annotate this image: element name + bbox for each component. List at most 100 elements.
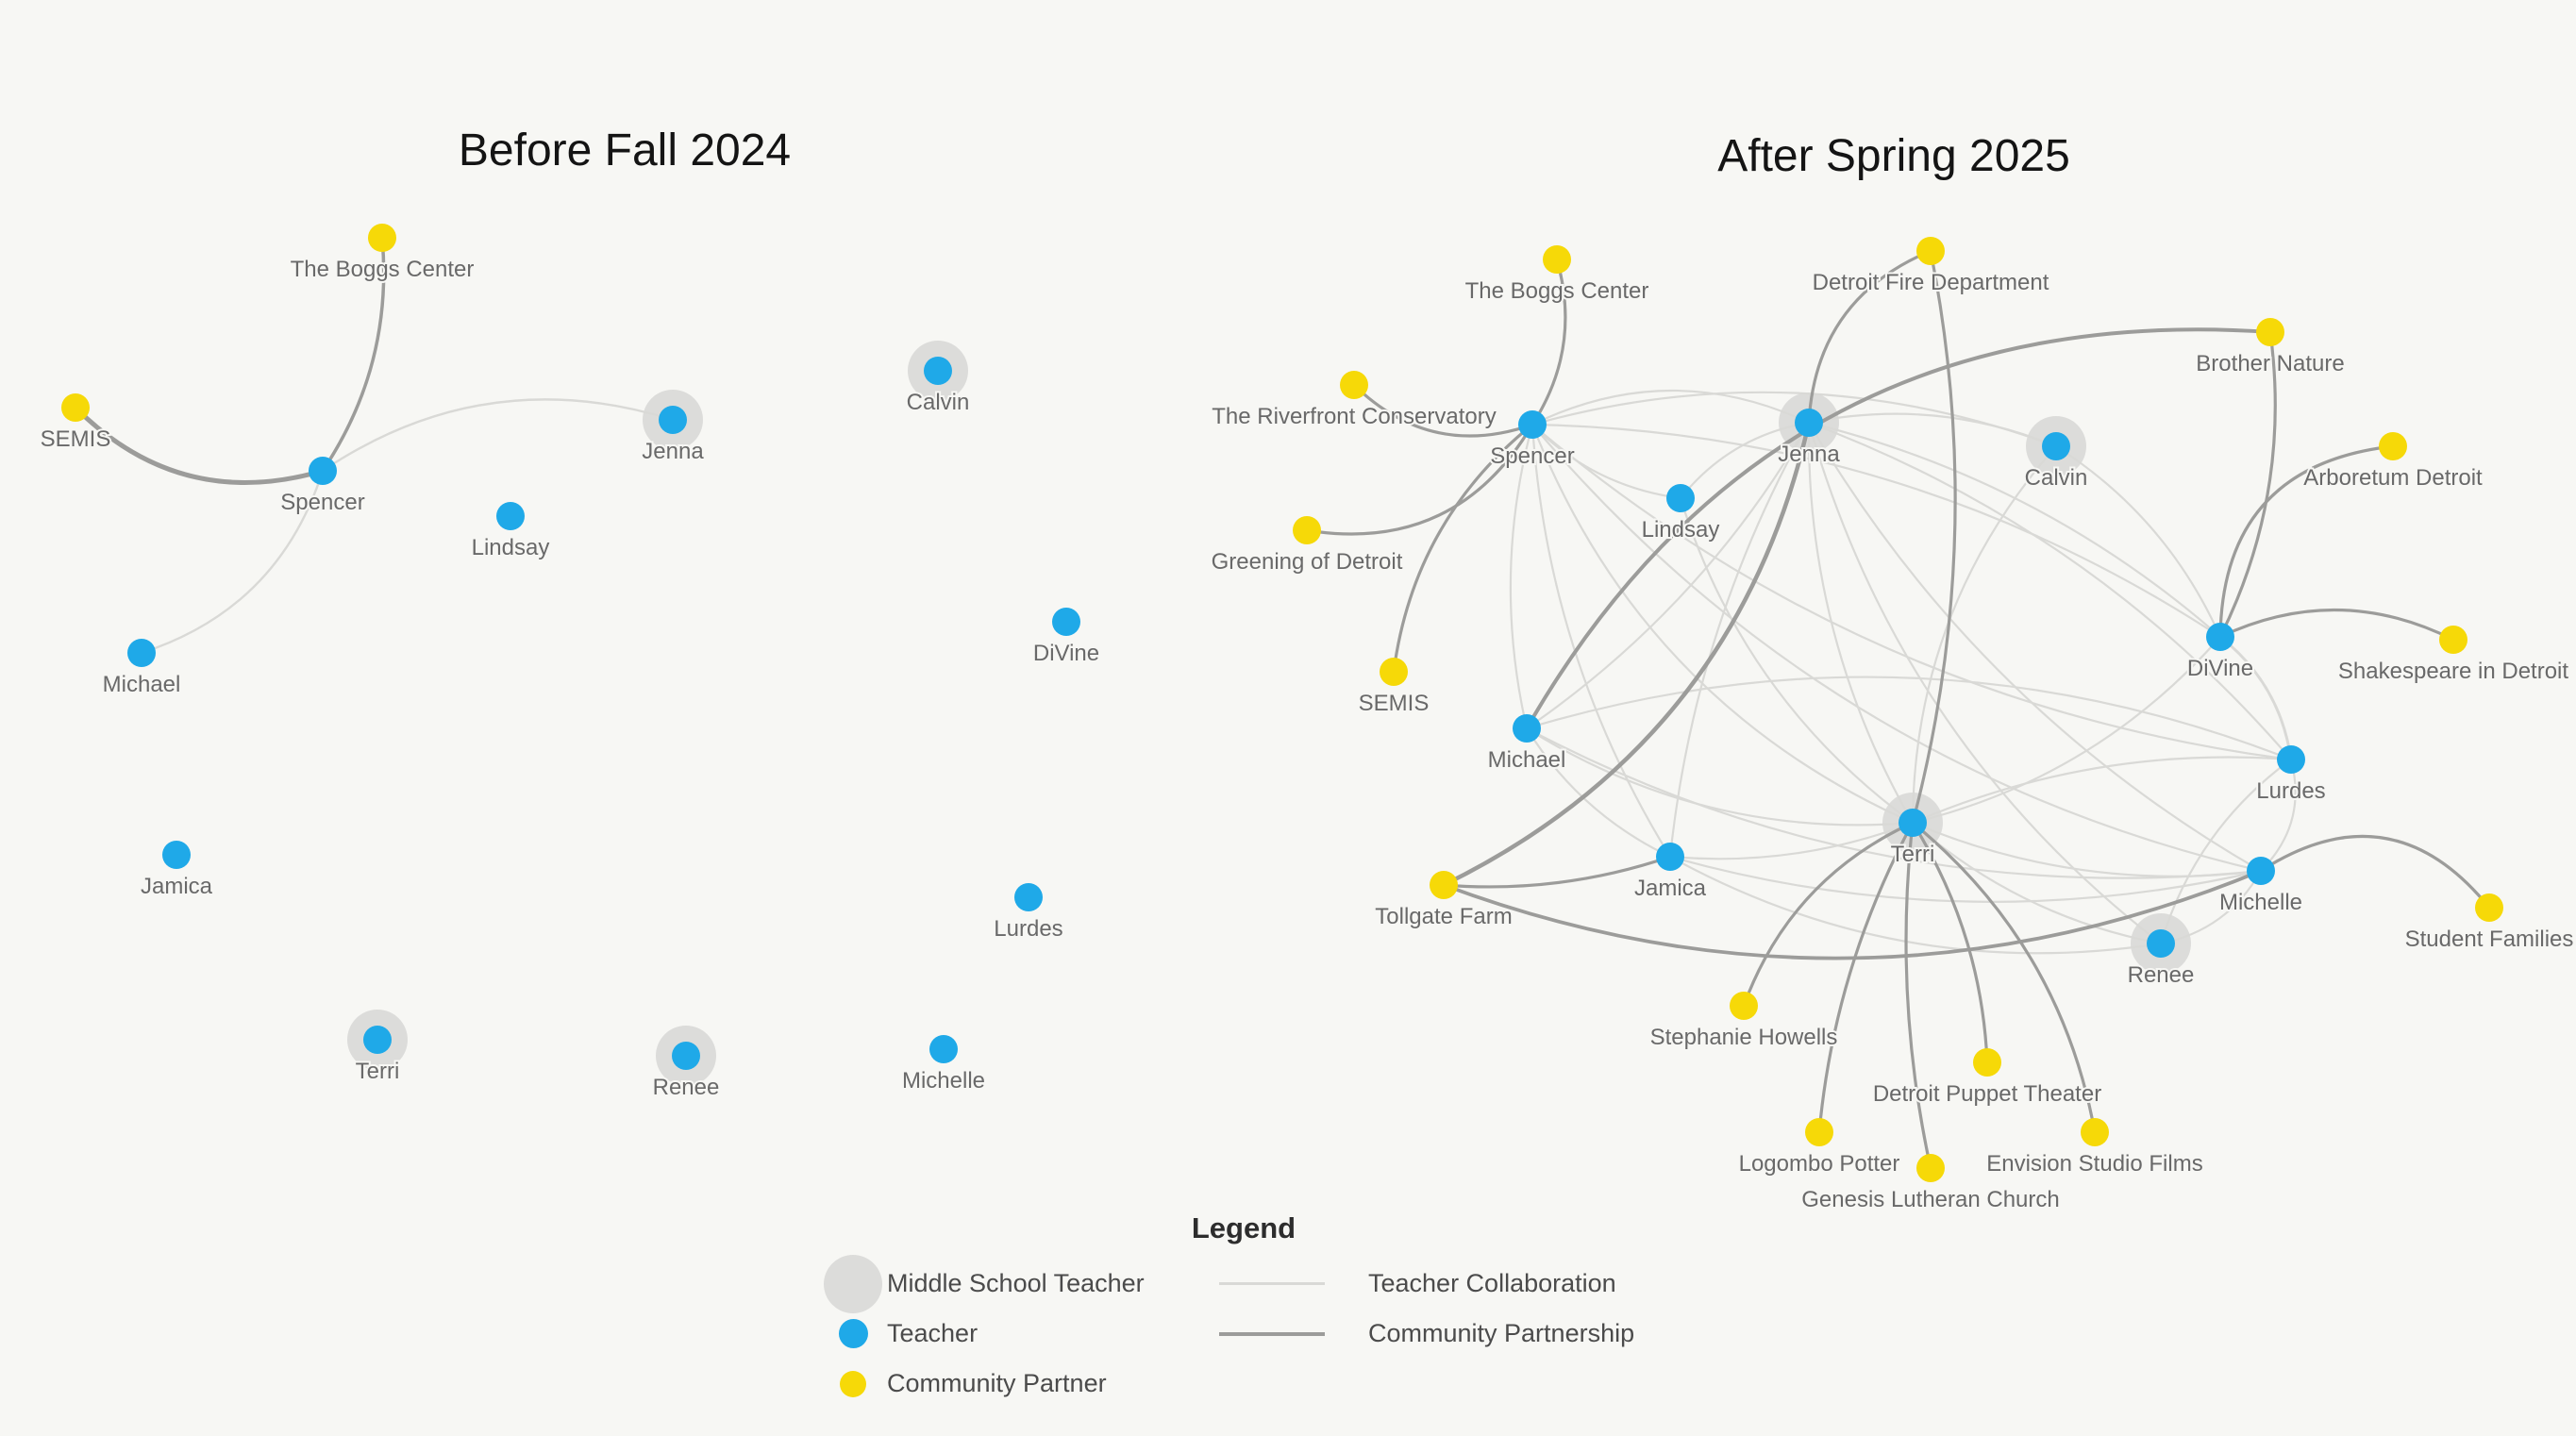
before-node-lurdes[interactable] bbox=[1014, 883, 1043, 911]
before-node-renee[interactable] bbox=[672, 1042, 700, 1070]
after-edge-calvin-divine-collaboration bbox=[2054, 444, 2222, 639]
after-edge-shakespeare-divine-partnership bbox=[2218, 608, 2455, 642]
after-edge-spencer-michelle-collaboration bbox=[1531, 423, 2263, 873]
after-node-lindsay[interactable] bbox=[1666, 484, 1695, 512]
community-partnership-line-swatch bbox=[1219, 1331, 1325, 1336]
after-node-brother[interactable] bbox=[2256, 318, 2284, 346]
after-node-terri[interactable] bbox=[1899, 809, 1927, 837]
after-node-label-michelle: Michelle bbox=[2219, 890, 2302, 915]
before-edge-spencer-semis-partnership bbox=[73, 405, 326, 485]
legend-label-middle-school-teacher: Middle School Teacher bbox=[887, 1269, 1145, 1297]
before-node-calvin[interactable] bbox=[924, 357, 952, 385]
middle-school-teacher-swatch bbox=[824, 1254, 882, 1313]
before-node-jamica[interactable] bbox=[162, 841, 191, 869]
after-node-envision[interactable] bbox=[2081, 1118, 2109, 1146]
after-node-label-shakespeare: Shakespeare in Detroit bbox=[2338, 659, 2568, 684]
after-node-boggs[interactable] bbox=[1543, 245, 1571, 274]
legend-label-community-partnership: Community Partnership bbox=[1368, 1319, 1635, 1347]
before-node-lindsay[interactable] bbox=[496, 502, 525, 530]
after-node-jamica[interactable] bbox=[1656, 843, 1684, 871]
before-node-label-michael: Michael bbox=[103, 672, 181, 697]
before-node-michelle[interactable] bbox=[929, 1035, 958, 1063]
community-partner-swatch bbox=[840, 1370, 866, 1397]
after-node-genesis[interactable] bbox=[1916, 1154, 1945, 1182]
after-node-logombo[interactable] bbox=[1805, 1118, 1833, 1146]
after-edge-lindsay-terri-collaboration bbox=[1679, 496, 1915, 825]
after-edge-spencer-lindsay-collaboration bbox=[1531, 423, 1682, 500]
after-node-michelle[interactable] bbox=[2247, 857, 2275, 885]
after-node-label-boggs: The Boggs Center bbox=[1465, 278, 1649, 304]
after-node-label-jamica: Jamica bbox=[1634, 876, 1707, 901]
after-node-student[interactable] bbox=[2475, 893, 2503, 922]
after-edge-spencer-lurdes-collaboration bbox=[1531, 423, 2293, 761]
before-diagram-title: Before Fall 2024 bbox=[458, 125, 792, 175]
after-node-label-stephanie: Stephanie Howells bbox=[1650, 1025, 1838, 1050]
before-node-label-spencer: Spencer bbox=[280, 490, 364, 515]
before-node-jenna[interactable] bbox=[659, 406, 687, 434]
after-node-divine[interactable] bbox=[2206, 623, 2234, 651]
after-edge-firedept-terri-partnership bbox=[1911, 249, 1957, 825]
after-edge-michael-jamica-collaboration bbox=[1525, 726, 1672, 859]
after-edge-michael-lurdes-collaboration bbox=[1525, 676, 2293, 761]
after-node-label-envision: Envision Studio Films bbox=[1986, 1151, 2202, 1177]
after-edge-michelle-renee-collaboration bbox=[2159, 869, 2263, 945]
after-node-renee[interactable] bbox=[2147, 929, 2175, 958]
after-node-semis[interactable] bbox=[1380, 658, 1408, 686]
after-edge-logombo-terri-partnership bbox=[1817, 821, 1915, 1134]
after-node-shakespeare[interactable] bbox=[2439, 626, 2467, 654]
after-node-michael[interactable] bbox=[1513, 714, 1541, 743]
after-node-label-lurdes: Lurdes bbox=[2256, 778, 2325, 804]
after-edge-student-michelle-partnership bbox=[2259, 834, 2491, 910]
before-node-boggs[interactable] bbox=[368, 224, 396, 252]
after-node-label-student: Student Families bbox=[2405, 927, 2574, 952]
after-edge-firedept-jenna-partnership bbox=[1807, 249, 1932, 425]
after-node-label-divine: DiVine bbox=[2187, 656, 2253, 681]
after-node-label-calvin: Calvin bbox=[2025, 465, 2088, 491]
legend-label-teacher: Teacher bbox=[887, 1319, 979, 1347]
legend-label-community-partner: Community Partner bbox=[887, 1369, 1107, 1397]
before-node-label-boggs: The Boggs Center bbox=[291, 257, 475, 282]
after-edge-jenna-jamica-collaboration bbox=[1668, 421, 1811, 859]
after-node-calvin[interactable] bbox=[2042, 432, 2070, 460]
before-node-spencer[interactable] bbox=[309, 457, 337, 485]
after-node-puppet[interactable] bbox=[1973, 1048, 2001, 1077]
before-node-label-lurdes: Lurdes bbox=[994, 916, 1062, 942]
after-edge-michelle-jamica-collaboration bbox=[1668, 855, 2263, 903]
before-node-label-terri: Terri bbox=[356, 1059, 400, 1084]
after-edge-boggs-spencer-partnership bbox=[1531, 258, 1567, 426]
after-edge-greening-spencer-partnership bbox=[1305, 423, 1534, 536]
after-node-jenna[interactable] bbox=[1795, 409, 1823, 437]
after-node-stephanie[interactable] bbox=[1730, 992, 1758, 1020]
after-node-firedept[interactable] bbox=[1916, 237, 1945, 265]
before-network: The Boggs CenterSEMISSpencerJennaCalvinL… bbox=[39, 224, 1101, 1102]
after-edge-spencer-terri-collaboration bbox=[1531, 423, 1915, 825]
before-node-semis[interactable] bbox=[61, 393, 90, 422]
after-edge-genesis-terri-partnership bbox=[1904, 821, 1932, 1170]
before-node-terri[interactable] bbox=[363, 1026, 392, 1054]
before-node-label-divine: DiVine bbox=[1033, 641, 1099, 666]
after-edge-terri-jamica-collaboration bbox=[1668, 821, 1915, 860]
before-node-label-jamica: Jamica bbox=[141, 874, 213, 899]
legend-row-middle-school-teacher: Middle School Teacher Teacher Collaborat… bbox=[819, 1254, 1744, 1313]
after-node-tollgate[interactable] bbox=[1430, 871, 1458, 899]
after-node-lurdes[interactable] bbox=[2277, 745, 2305, 774]
after-edge-stephanie-terri-partnership bbox=[1742, 821, 1915, 1008]
after-edge-jenna-lindsay-collaboration bbox=[1679, 421, 1811, 500]
after-edge-lurdes-terri-collaboration bbox=[1911, 756, 2293, 825]
after-node-spencer[interactable] bbox=[1518, 410, 1547, 439]
after-edge-spencer-divine-collaboration bbox=[1531, 423, 2222, 639]
before-node-michael[interactable] bbox=[127, 639, 156, 667]
after-node-label-lindsay: Lindsay bbox=[1642, 517, 1720, 543]
after-edge-tollgate-jamica-partnership bbox=[1442, 855, 1672, 889]
legend-title: Legend bbox=[1191, 1211, 1296, 1244]
after-node-arboretum[interactable] bbox=[2379, 432, 2407, 460]
before-node-divine[interactable] bbox=[1052, 608, 1080, 636]
after-node-label-riverfront: The Riverfront Conservatory bbox=[1212, 404, 1496, 429]
after-node-label-firedept: Detroit Fire Department bbox=[1813, 270, 2049, 295]
after-node-riverfront[interactable] bbox=[1340, 371, 1368, 399]
before-node-label-lindsay: Lindsay bbox=[472, 535, 550, 560]
after-edge-puppet-terri-partnership bbox=[1911, 821, 1989, 1064]
before-edge-spencer-boggs-partnership bbox=[321, 236, 386, 473]
after-node-greening[interactable] bbox=[1293, 516, 1321, 544]
